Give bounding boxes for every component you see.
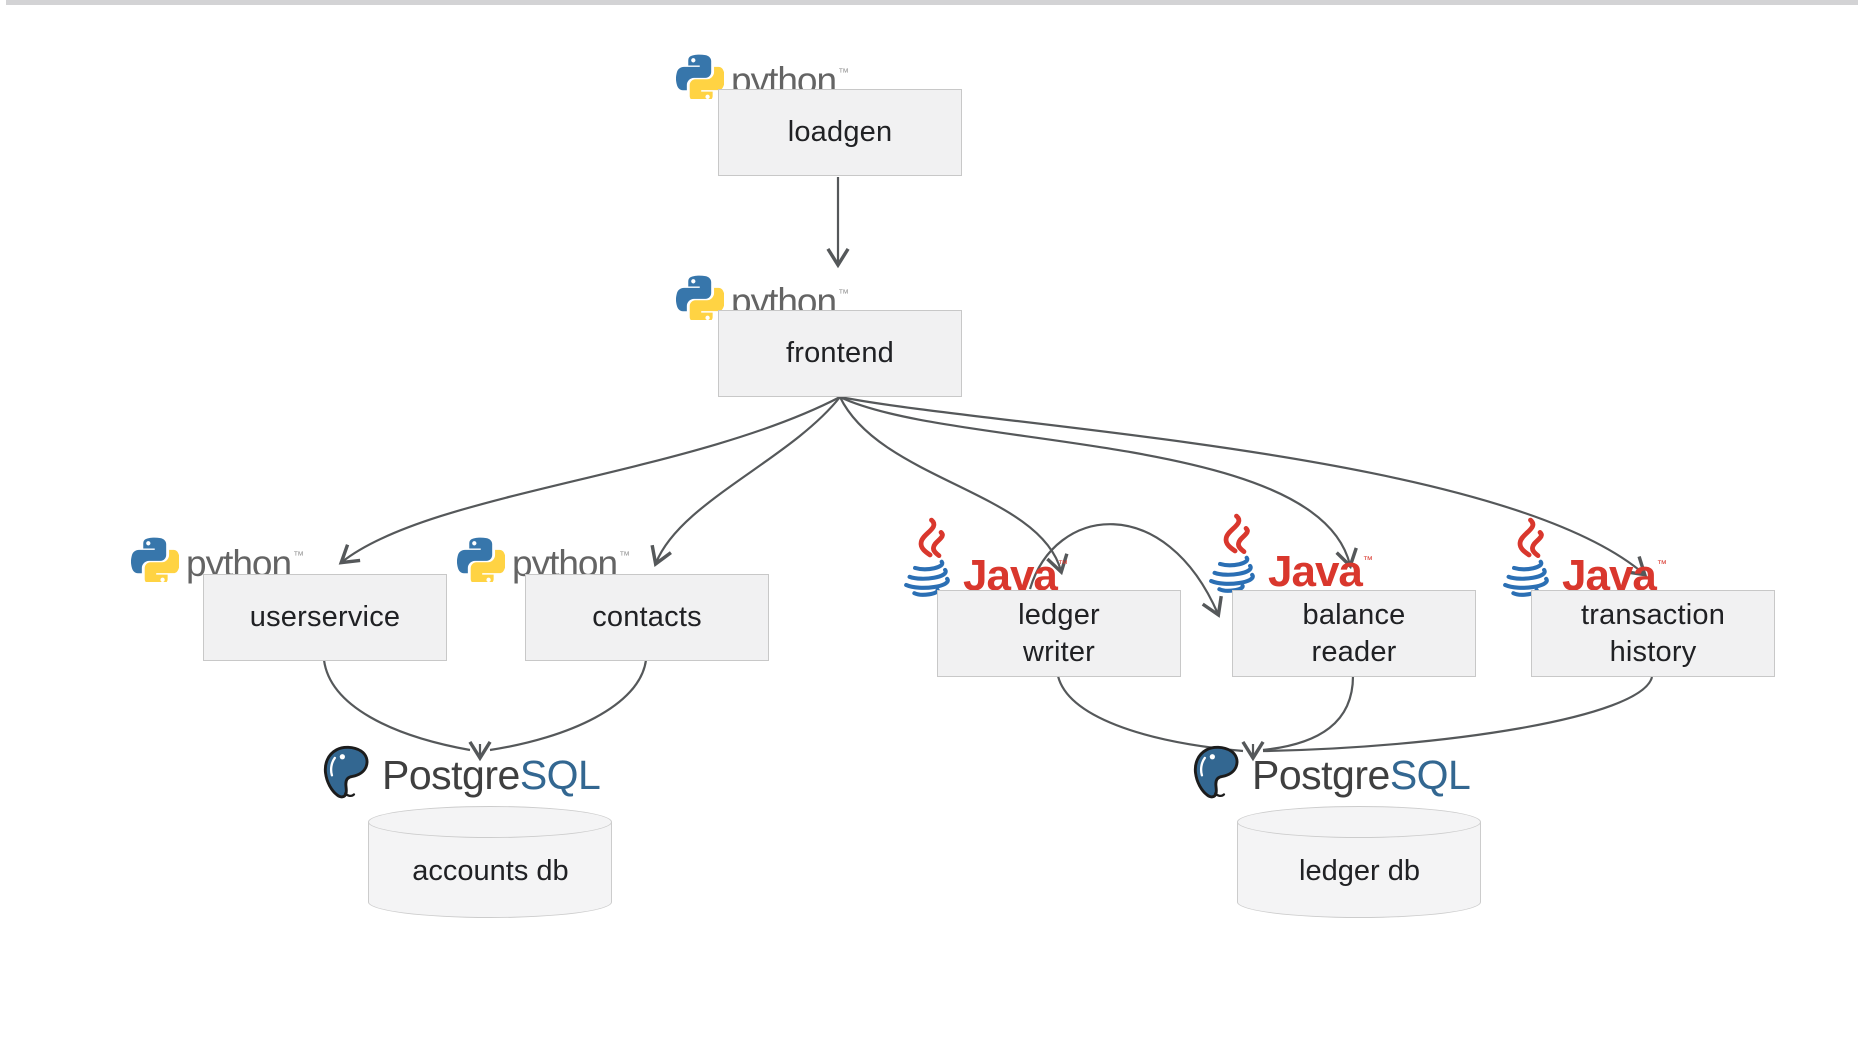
java-icon (904, 517, 950, 597)
node-balancereader: balance reader (1232, 590, 1476, 677)
postgresql-wordmark: PostgreSQL (1252, 752, 1471, 798)
edge-frontend-contacts (650, 396, 841, 567)
postgresql-wordmark-prefix: Postgre (1252, 752, 1390, 798)
node-ledgerdb: ledger db (1237, 806, 1482, 918)
postgresql-wordmark-suffix: SQL (1389, 752, 1471, 798)
edge-contacts-accountsdb (489, 659, 648, 752)
node-ledgerwriter: ledger writer (937, 590, 1181, 677)
java-tm: ™ (1656, 559, 1667, 570)
node-frontend: frontend (718, 310, 962, 397)
node-label: userservice (249, 601, 401, 633)
node-label-line1: ledger (1018, 598, 1100, 631)
edge-frontend-transactionhistory (839, 395, 1648, 577)
cylinder-top (1237, 806, 1481, 838)
node-label-line1: transaction (1580, 598, 1726, 631)
node-label: ledger db (1299, 854, 1420, 887)
node-label-line2: writer (1022, 635, 1096, 668)
node-label-line2: history (1609, 635, 1697, 668)
cylinder-top (368, 806, 612, 838)
node-label-line2: reader (1311, 635, 1397, 668)
node-label: contacts (592, 601, 702, 633)
python-tm: ™ (293, 550, 305, 562)
node-transactionhistory: transaction history (1531, 590, 1775, 677)
top-window-strip (6, 0, 1858, 5)
python-tm: ™ (838, 288, 850, 300)
postgresql-logo: PostgreSQL (318, 744, 601, 802)
edge-userservice-accountsdb (322, 659, 471, 752)
postgresql-logo: PostgreSQL (1188, 744, 1471, 802)
edge-frontend-userservice (338, 396, 841, 565)
node-label: accounts db (412, 854, 569, 887)
edge-frontend-ledgerwriter (839, 396, 1069, 576)
java-icon (1209, 513, 1255, 593)
postgresql-wordmark-prefix: Postgre (382, 752, 520, 798)
node-userservice: userservice (203, 574, 447, 661)
edge-balancereader-ledgerdb (1262, 675, 1355, 752)
java-wordmark: Java (1268, 547, 1363, 596)
node-accountsdb: accounts db (368, 806, 613, 918)
python-icon (676, 54, 724, 99)
python-icon (457, 537, 505, 582)
node-label: frontend (785, 337, 894, 369)
node-label-line1: balance (1302, 598, 1406, 631)
java-tm: ™ (1362, 555, 1373, 566)
postgresql-elephant-icon (1193, 745, 1239, 799)
postgresql-wordmark: PostgreSQL (382, 752, 601, 798)
postgresql-elephant-icon (323, 745, 369, 799)
python-tm: ™ (838, 67, 850, 79)
node-loadgen: loadgen (718, 89, 962, 176)
node-label: loadgen (787, 116, 893, 148)
node-contacts: contacts (525, 574, 769, 661)
edge-ledgerwriter-balancereader (1028, 523, 1223, 618)
python-icon (131, 537, 179, 582)
edge-transactionhistory-ledgerdb (1262, 676, 1654, 753)
java-tm: ™ (1057, 559, 1068, 570)
python-tm: ™ (619, 550, 631, 562)
edge-frontend-balancereader (839, 396, 1358, 570)
java-icon (1503, 517, 1549, 597)
postgresql-wordmark-suffix: SQL (519, 752, 601, 798)
edge-ledgerwriter-ledgerdb (1056, 675, 1244, 753)
python-icon (676, 275, 724, 320)
